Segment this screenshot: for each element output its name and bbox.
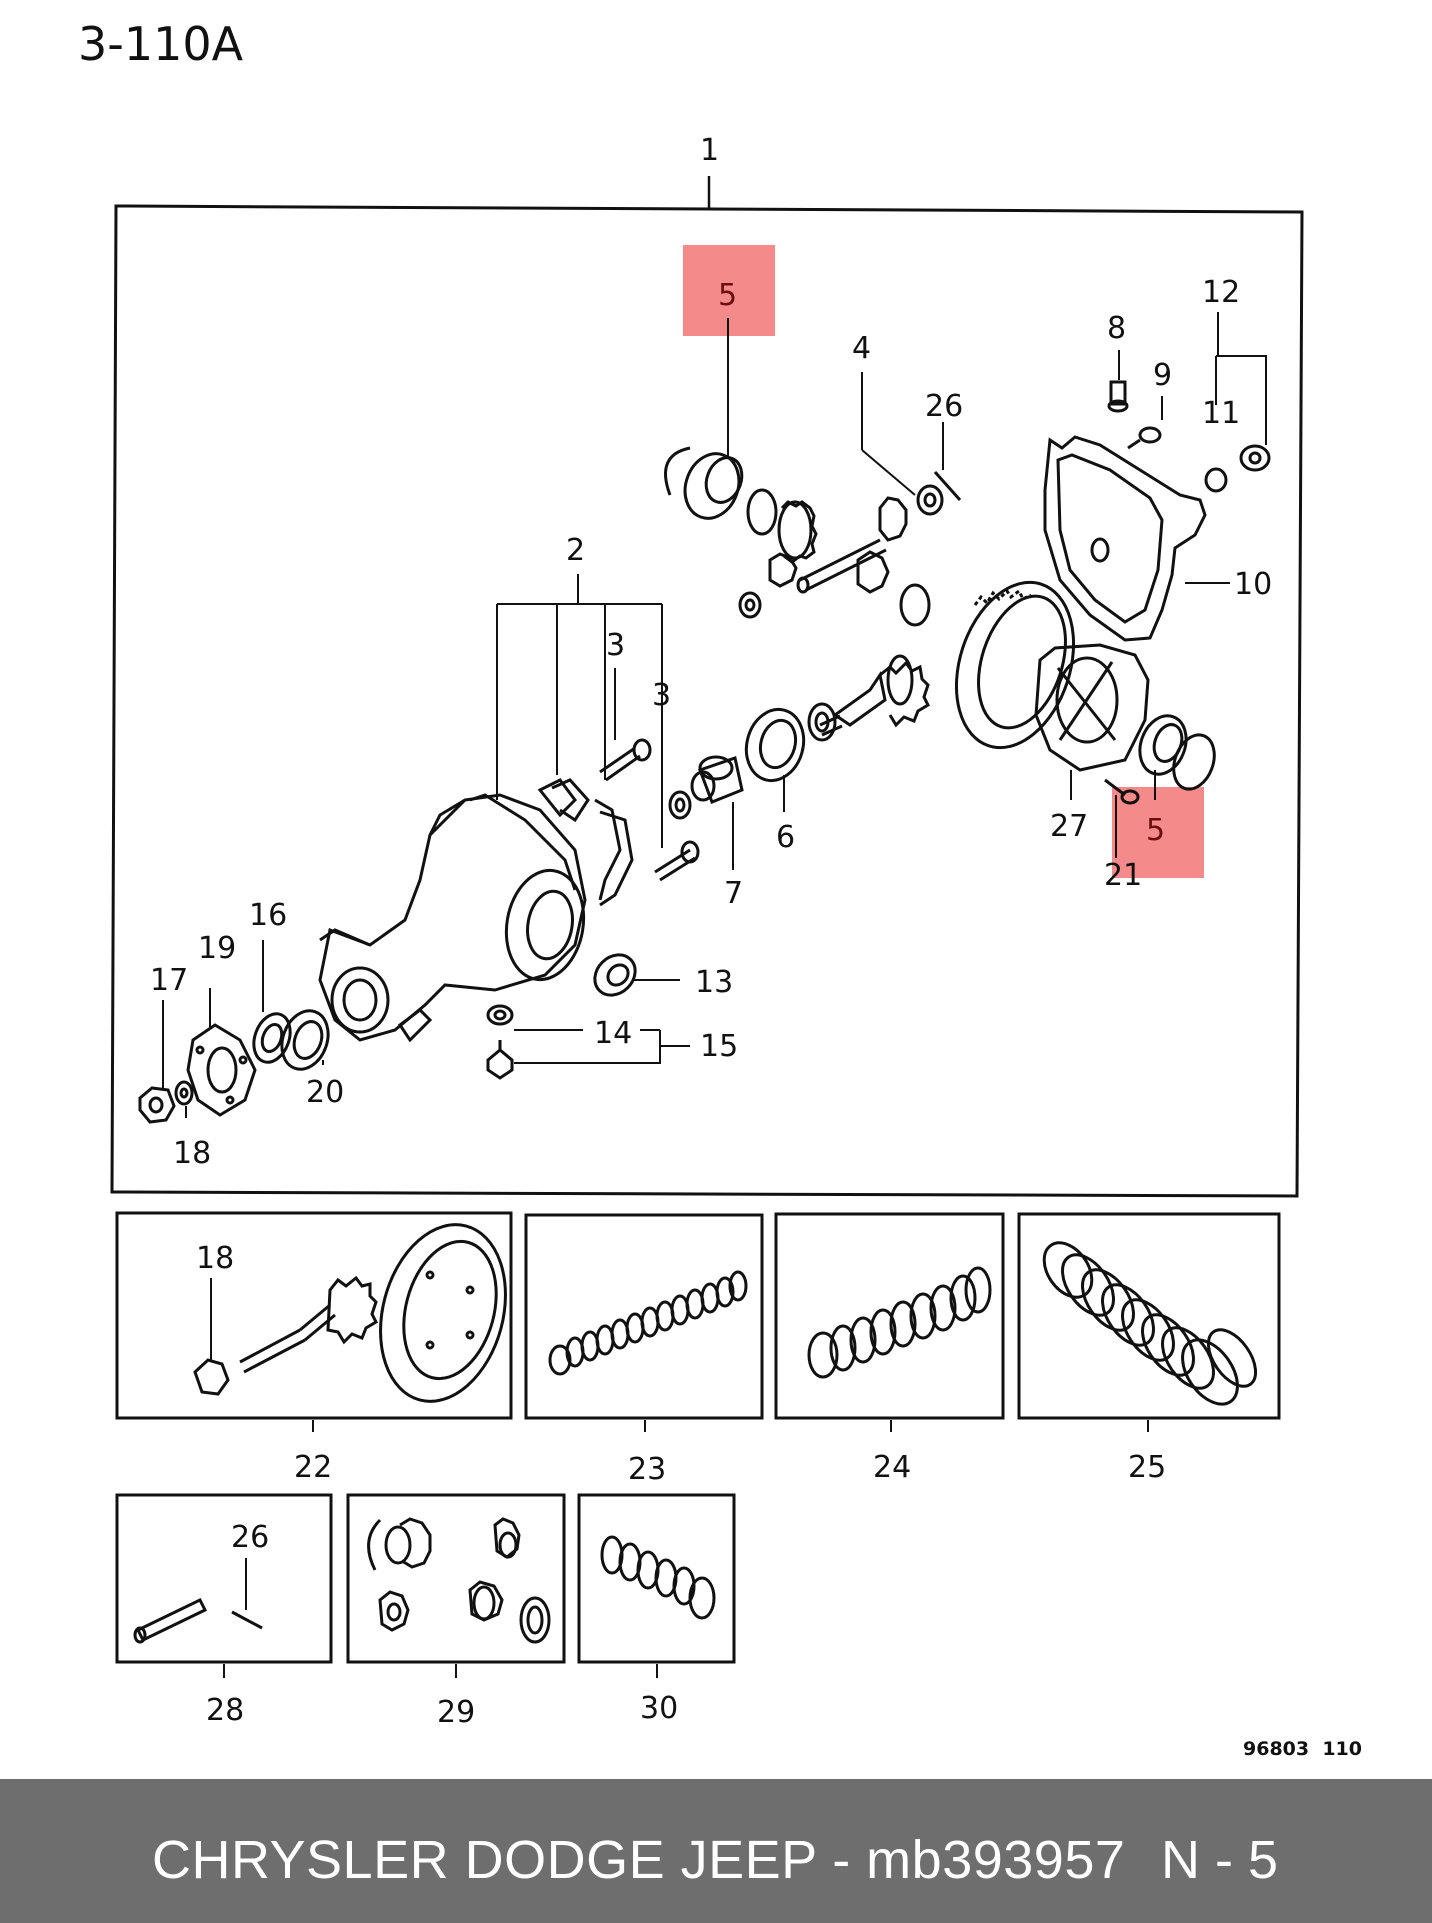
ring-gear-bolt-icon xyxy=(1104,778,1140,805)
part-label-18: 18 xyxy=(173,1136,211,1171)
bolt-icon xyxy=(1204,444,1271,493)
part-label-14: 14 xyxy=(594,1016,632,1051)
part-label-19: 19 xyxy=(198,931,236,966)
drawing-code: 96803 110 xyxy=(1243,1738,1362,1760)
part-label-27: 27 xyxy=(1050,809,1088,844)
pin-icon xyxy=(933,471,962,501)
part-label-26: 26 xyxy=(925,389,963,424)
pinion-washer-icon xyxy=(807,702,837,742)
oil-seal-icon xyxy=(593,953,637,997)
inset-box-23 xyxy=(524,1213,764,1420)
part-label-5-top: 5 xyxy=(718,278,737,313)
part-label-5-bottom: 5 xyxy=(1146,813,1165,848)
flange-nut-icon xyxy=(138,1080,194,1124)
ring-gear-icon xyxy=(954,580,1076,750)
part-label-16: 16 xyxy=(249,898,287,933)
leader-15 xyxy=(514,1029,690,1064)
shim-pack-icon xyxy=(548,1270,748,1376)
shim-icon xyxy=(668,790,692,820)
part-label-21: 21 xyxy=(1104,858,1142,893)
inset-box-30 xyxy=(577,1493,736,1664)
side-bearing-icon xyxy=(1138,714,1216,791)
part-label-6: 6 xyxy=(776,820,795,855)
footer-product-text: CHRYSLER DODGE JEEP - mb393957 xyxy=(152,1830,1126,1890)
part-label-25: 25 xyxy=(1128,1450,1166,1485)
part-label-8: 8 xyxy=(1107,311,1126,346)
part-label-3a: 3 xyxy=(606,628,625,663)
part-label-9: 9 xyxy=(1153,358,1172,393)
part-label-20: 20 xyxy=(306,1075,344,1110)
differential-cover-icon xyxy=(1043,435,1207,642)
leader-12 xyxy=(1215,355,1267,445)
part-label-17: 17 xyxy=(150,963,188,998)
pinion-front-bearing-icon xyxy=(252,1009,330,1071)
shim-pack-icon xyxy=(807,1266,992,1379)
part-label-15: 15 xyxy=(700,1029,738,1064)
part-label-7: 7 xyxy=(724,876,743,911)
inset-box-29 xyxy=(346,1493,566,1664)
nut-icon xyxy=(486,1004,514,1080)
pinion-shaft-and-pin-icon xyxy=(133,1598,263,1644)
vent-plug-icon xyxy=(1107,380,1129,413)
inset-box-28 xyxy=(115,1493,333,1664)
snap-ring-icon xyxy=(664,446,691,496)
pinion-bearing-icon xyxy=(744,707,806,783)
shim-pack-icon xyxy=(1042,1241,1258,1406)
filler-plug-icon xyxy=(1127,426,1162,450)
carrier-housing-icon xyxy=(318,778,622,1043)
side-gear-icon xyxy=(746,488,818,564)
part-label-23: 23 xyxy=(628,1452,666,1487)
inset-box-25 xyxy=(1017,1212,1281,1420)
inset-part-label-18: 18 xyxy=(196,1241,234,1276)
drive-pinion-icon xyxy=(819,654,930,737)
part-label-11: 11 xyxy=(1202,396,1240,431)
differential-case-icon xyxy=(1034,643,1150,772)
footer-bar xyxy=(0,1779,1432,1923)
exploded-view-drawing: 3-110A 1 5 5 4 26 8 xyxy=(78,17,1362,1760)
pinion-gear-icon xyxy=(738,484,944,627)
leader-2 xyxy=(496,574,663,848)
inset-part-label-26: 26 xyxy=(231,1520,269,1555)
inset-box-22 xyxy=(115,1211,513,1420)
part-label-2: 2 xyxy=(566,533,585,568)
bearing-icon xyxy=(683,452,744,520)
shim-pack-icon xyxy=(600,1535,716,1620)
part-label-12: 12 xyxy=(1202,275,1240,310)
diagram-code: 3-110A xyxy=(78,17,244,71)
diff-gear-set-icon xyxy=(367,1517,551,1644)
leader-4b xyxy=(861,449,916,496)
part-label-3b: 3 xyxy=(652,678,671,713)
mount-bracket-icon xyxy=(551,778,634,907)
part-label-4: 4 xyxy=(852,331,871,366)
part-label-29: 29 xyxy=(437,1695,475,1730)
part-label-13: 13 xyxy=(695,965,733,1000)
bolt-icon xyxy=(599,738,700,882)
part-label-22: 22 xyxy=(294,1450,332,1485)
part-label-28: 28 xyxy=(206,1693,244,1728)
inset-box-24 xyxy=(774,1212,1005,1420)
pinion-shaft-icon xyxy=(796,538,887,594)
companion-flange-icon xyxy=(186,1023,257,1117)
ring-and-pinion-set-icon xyxy=(193,1223,507,1403)
part-label-30: 30 xyxy=(640,1691,678,1726)
part-label-24: 24 xyxy=(873,1450,911,1485)
part-label-10: 10 xyxy=(1234,567,1272,602)
part-label-1: 1 xyxy=(700,133,719,168)
collapsible-spacer-icon xyxy=(690,755,744,804)
footer-position-text: N - 5 xyxy=(1161,1830,1279,1890)
main-assembly-frame xyxy=(110,204,1304,1198)
